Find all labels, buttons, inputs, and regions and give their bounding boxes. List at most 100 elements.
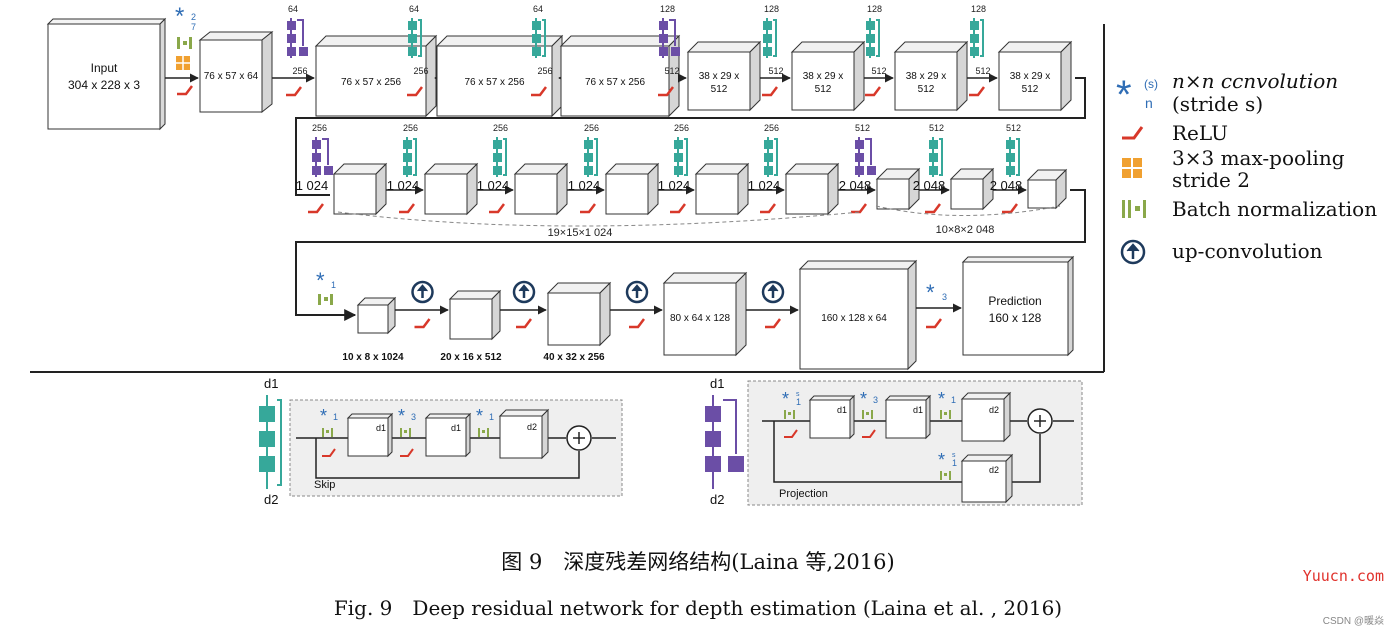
row1-unit-2-side-label: 256 (537, 66, 552, 76)
row3-block-0-label: 10 x 8 x 1024 (342, 352, 404, 363)
row1-block-3-label: 76 x 57 x 256 (585, 77, 645, 88)
row2-dim-label-a: 19×15×1 024 (548, 227, 613, 239)
projection-branch-line (773, 421, 962, 483)
legend-bn: Batch normalization (1172, 197, 1377, 221)
relu-icon (286, 86, 302, 97)
row3-block-4: 160 x 128 x 64 (798, 259, 918, 371)
row2-unit-4-top-label: 256 (674, 123, 689, 133)
row1-unit-1-top-label: 64 (409, 4, 419, 14)
legend-relu-icon (1122, 126, 1144, 140)
upconv-icon (512, 280, 536, 304)
projection-title: Projection (779, 488, 828, 500)
row2-unit-7-top-label: 512 (929, 123, 944, 133)
projection-block-2-label: d1 (913, 405, 923, 415)
projection-block-4: d2 (960, 453, 1014, 504)
relu-icon (862, 429, 876, 438)
projection-conv3-kernel: 1 (951, 395, 956, 405)
projection-d2-label: d2 (710, 492, 724, 507)
row1-block-7-label-1: 38 x 29 x (1010, 71, 1051, 82)
projection-block-1-label: d1 (837, 405, 847, 415)
projection-module: d1 d2 Projection * s 1 d1 * 3 (705, 376, 1083, 507)
row2-unit-3-side-label: 1 024 (568, 178, 601, 193)
row1-unit-0-side-label: 256 (292, 66, 307, 76)
projection-block-3-label: d2 (989, 405, 999, 415)
row2-unit-0-top-label: 256 (312, 123, 327, 133)
batchnorm-icon (478, 428, 489, 437)
row1-unit-0-projection-icon (287, 18, 308, 58)
skip-module: d1 d2 Skip * 1 d1 * 3 (259, 376, 623, 507)
row2-unit-5-top-label: 256 (764, 123, 779, 133)
skip-conv1-kernel: 1 (333, 412, 338, 422)
row2-unit-3-skip-icon (584, 137, 598, 177)
relu-icon (177, 85, 193, 96)
relu-icon (580, 203, 596, 214)
projection-d1-label: d1 (710, 376, 724, 391)
row2-unit-6-top-label: 512 (855, 123, 870, 133)
row2-dim-label-b: 10×8×2 048 (936, 224, 995, 236)
row3-conv-kernel: 1 (331, 280, 336, 290)
legend: * (s) n n×n ccnvolution (stride s) ReLU … (1116, 69, 1377, 265)
skip-block-1: d1 (346, 412, 394, 458)
row3-block-1 (448, 289, 502, 341)
prediction-size: 160 x 128 (989, 311, 1042, 325)
batchnorm-icon (400, 428, 411, 437)
legend-maxpool-icon (1122, 158, 1142, 178)
row2-unit-0-side-label: 1 024 (296, 178, 329, 193)
conv-icon: * (175, 3, 184, 30)
row1-block-6-label-2: 512 (918, 84, 935, 95)
relu-icon (969, 86, 985, 97)
row1-block-5-label-2: 512 (815, 84, 832, 95)
legend-conv-line2: (stride s) (1172, 92, 1263, 116)
row1-block-5-label-1: 38 x 29 x (803, 71, 844, 82)
batchnorm-icon (322, 428, 333, 437)
relu-icon (670, 203, 686, 214)
relu-icon (516, 318, 532, 329)
row2-unit-2-side-label: 1 024 (477, 178, 510, 193)
conv-stride: 2 (191, 12, 196, 22)
row2-unit-5-side-label: 1 024 (748, 178, 781, 193)
row1-block-7: 38 x 29 x 512 (997, 40, 1073, 112)
row1-unit-3-side-label: 512 (664, 66, 679, 76)
row2-dim-brace-b (875, 205, 1061, 216)
caption-english: Fig. 9 Deep residual network for depth e… (333, 596, 1063, 620)
relu-icon (400, 448, 414, 457)
legend-conv-sub: n (1145, 95, 1153, 111)
batchnorm-icon (940, 471, 951, 480)
row3-block-4-label: 160 x 128 x 64 (821, 313, 887, 324)
projection-conv1-kernel: 1 (796, 397, 801, 407)
watermark-author: CSDN @暖焱 (1322, 616, 1384, 627)
row3-first-conv: * 1 (316, 268, 336, 305)
row1-block-7-label-2: 512 (1022, 84, 1039, 95)
upconv-icon (625, 280, 649, 304)
row1-unit-1-skip-icon (408, 18, 422, 58)
relu-icon (925, 203, 941, 214)
projection-block-3: d2 (960, 391, 1012, 443)
input-title: Input (91, 61, 118, 75)
relu-icon (765, 318, 781, 329)
row1-unit-4-skip-icon (763, 18, 777, 58)
row1-block-3: 76 x 57 x 256 (559, 34, 681, 118)
row1-unit-6-skip-icon (970, 18, 984, 58)
relu-icon (1002, 203, 1018, 214)
batchnorm-icon (940, 410, 951, 419)
watermark-site: Yuucn.com (1302, 567, 1384, 585)
row3-block-3: 80 x 64 x 128 (662, 271, 748, 357)
row2-unit-8-skip-icon (1006, 137, 1020, 177)
row2-unit-0-projection-icon (312, 137, 333, 177)
skip-conv3-kernel: 1 (489, 412, 494, 422)
row2-block-4 (694, 162, 750, 216)
row2-block-0 (332, 162, 388, 216)
relu-icon (784, 429, 798, 438)
input-size: 304 x 228 x 3 (68, 78, 140, 92)
row1-block-1: 76 x 57 x 256 (314, 34, 438, 118)
skip-block-3-label: d2 (527, 422, 537, 432)
relu-icon (851, 203, 867, 214)
row2-unit-4-skip-icon (674, 137, 688, 177)
batchnorm-icon (784, 410, 795, 419)
row2-to-row3-connector (295, 189, 1086, 321)
row2-unit-6-projection-icon (855, 137, 876, 177)
row2-unit-7-skip-icon (929, 137, 943, 177)
network-diagram: Input 304 x 228 x 3 * 2 7 76 x 57 x 64 6… (30, 3, 1377, 507)
